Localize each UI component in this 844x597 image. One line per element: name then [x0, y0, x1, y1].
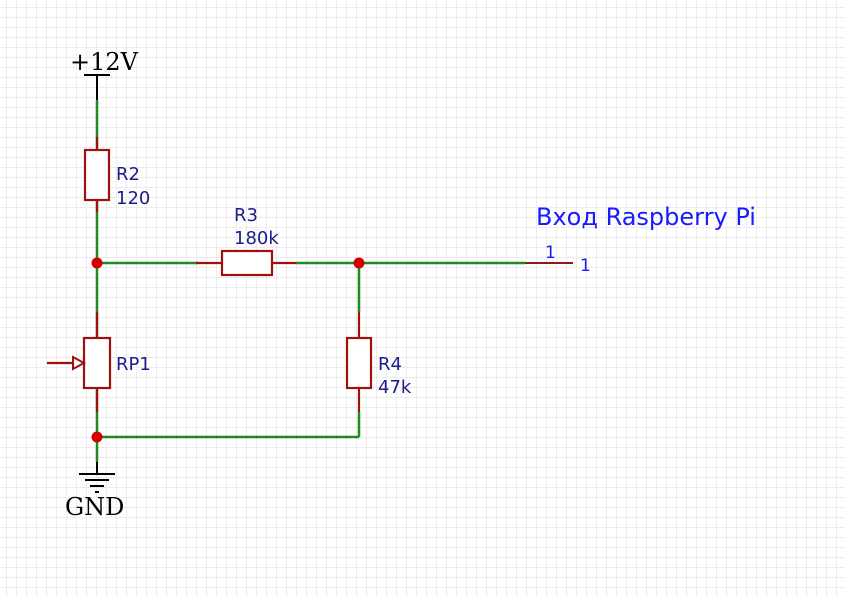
- r3-value: 180k: [234, 228, 279, 249]
- r2-ref: R2: [116, 164, 140, 185]
- r4-value: 47k: [378, 377, 412, 398]
- potentiometer-rp1[interactable]: RP1: [47, 312, 151, 412]
- wires: [95, 100, 525, 462]
- junction-dot: [91, 257, 103, 269]
- power-label: +12V: [70, 48, 139, 76]
- r4-ref: R4: [378, 354, 402, 375]
- ground-symbol[interactable]: GND: [65, 462, 124, 521]
- resistor-r2[interactable]: R2 120: [83, 137, 150, 212]
- r3-ref: R3: [234, 205, 258, 226]
- ground-label: GND: [65, 493, 124, 521]
- port-title: Вход Raspberry Pi: [536, 203, 756, 231]
- port-pin-number: 1: [545, 243, 556, 263]
- r2-value: 120: [116, 188, 150, 209]
- junction-dot: [91, 431, 103, 443]
- port-net-label: 1: [580, 256, 591, 276]
- wiper-arrow-icon: [72, 355, 87, 371]
- junction-dot: [353, 257, 365, 269]
- resistor-r3[interactable]: R3 180k: [196, 205, 296, 277]
- resistor-r4[interactable]: R4 47k: [345, 312, 412, 412]
- rp1-ref: RP1: [116, 354, 151, 375]
- junctions: [91, 257, 365, 443]
- output-port[interactable]: Вход Raspberry Pi 1 1: [525, 203, 756, 276]
- power-symbol-12v[interactable]: +12V: [70, 48, 139, 100]
